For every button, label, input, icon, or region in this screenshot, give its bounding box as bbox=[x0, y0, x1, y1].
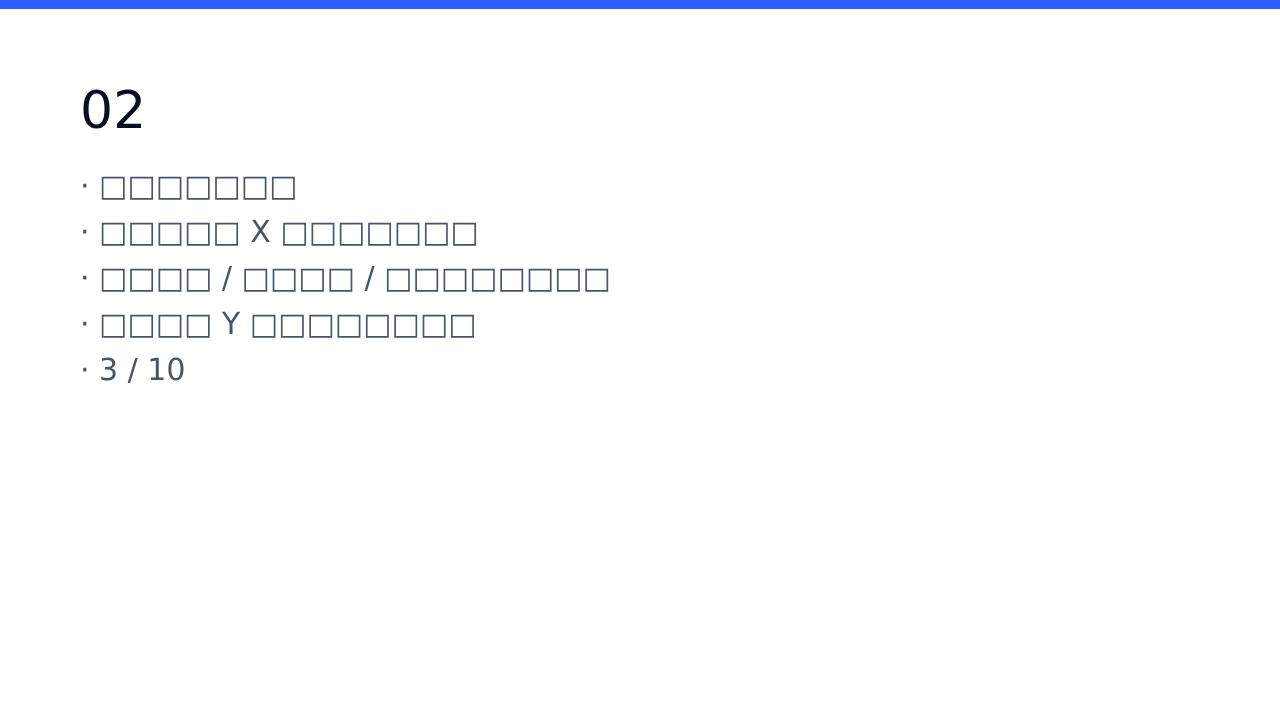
bullet-marker: · bbox=[80, 169, 90, 204]
bullet-text: □□□□□□□ bbox=[99, 169, 298, 204]
bullet-marker: · bbox=[80, 261, 90, 296]
bullet-item: · □□□□□□□ bbox=[80, 164, 1180, 210]
page-counter-text: 3 / 10 bbox=[99, 353, 186, 388]
bullet-marker: · bbox=[80, 215, 90, 250]
bullet-marker: · bbox=[80, 307, 90, 342]
slide-content: 02 · □□□□□□□ · □□□□□ X □□□□□□□ · □□□□ / □□□… bbox=[80, 76, 1180, 394]
bullet-text: □□□□ / □□□□ / □□□□□□□□ bbox=[99, 261, 611, 296]
bullet-item: · □□□□ Y □□□□□□□□ bbox=[80, 302, 1180, 348]
bullet-item: · □□□□□ X □□□□□□□ bbox=[80, 210, 1180, 256]
bullet-marker: · bbox=[80, 353, 90, 388]
accent-top-bar bbox=[0, 0, 1280, 9]
slide-number-heading: 02 bbox=[80, 81, 147, 141]
bullet-text: □□□□ Y □□□□□□□□ bbox=[99, 307, 477, 342]
page-counter-item: · 3 / 10 bbox=[80, 348, 1180, 394]
bullet-item: · □□□□ / □□□□ / □□□□□□□□ bbox=[80, 256, 1180, 302]
bullet-list: · □□□□□□□ · □□□□□ X □□□□□□□ · □□□□ / □□□□ /… bbox=[80, 164, 1180, 394]
bullet-text: □□□□□ X □□□□□□□ bbox=[99, 215, 479, 250]
